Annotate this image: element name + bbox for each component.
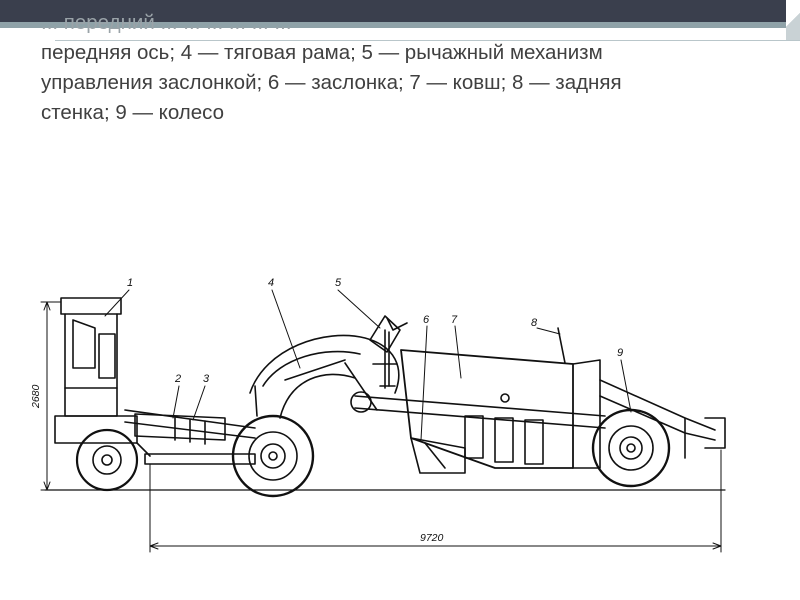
callout-5: 5: [335, 277, 342, 289]
height-dimension-value: 2680: [30, 384, 42, 409]
lever-mechanism: [369, 315, 408, 389]
slide-accent-stripe: [0, 22, 800, 28]
caption-line-partial: ... передний ... ... ... ... ... ...: [41, 11, 292, 34]
tractor-unit: [54, 297, 138, 444]
callout-7: 7: [451, 314, 458, 326]
draw-beam: [354, 407, 606, 429]
callout-6: 6: [423, 314, 430, 326]
caption-line: управления заслонкой; 6 — заслонка; 7 — …: [41, 71, 622, 94]
traction-frame: [249, 334, 400, 419]
apron: [410, 437, 466, 474]
rear-wheel: [591, 408, 671, 488]
callout-4: 4: [268, 277, 274, 289]
caption-line: передняя ось; 4 — тяговая рама; 5 — рыча…: [41, 41, 603, 64]
callout-2: 2: [174, 373, 181, 385]
figure-caption: ... передний ... ... ... ... ... ... пер…: [41, 8, 761, 128]
length-dimension: [149, 449, 722, 553]
draw-beam: [354, 395, 606, 417]
length-dimension-value: 9720: [420, 532, 444, 544]
slide-top-bar: [0, 0, 800, 22]
leader-lines: [104, 289, 632, 441]
callout-9: 9: [617, 347, 623, 359]
callout-8: 8: [531, 317, 538, 329]
callout-3: 3: [203, 373, 210, 385]
height-dimension: [40, 301, 62, 491]
slide-accent-line: [55, 40, 800, 41]
caption-line: стенка; 9 — колесо: [41, 101, 225, 124]
hitch-assembly: [124, 409, 256, 465]
front-wheel: [231, 414, 315, 498]
bowl: [400, 349, 601, 469]
rear-frame: [599, 379, 726, 459]
scraper-drawing: 1 2 3 4 5 6 7 8 9 2680 9720: [25, 268, 737, 558]
scraper-drawing-svg: 1 2 3 4 5 6 7 8 9 2680 9720: [30, 277, 726, 553]
tractor-wheel: [75, 428, 139, 492]
callout-1: 1: [127, 277, 133, 289]
slide-corner-fold: [786, 0, 800, 40]
